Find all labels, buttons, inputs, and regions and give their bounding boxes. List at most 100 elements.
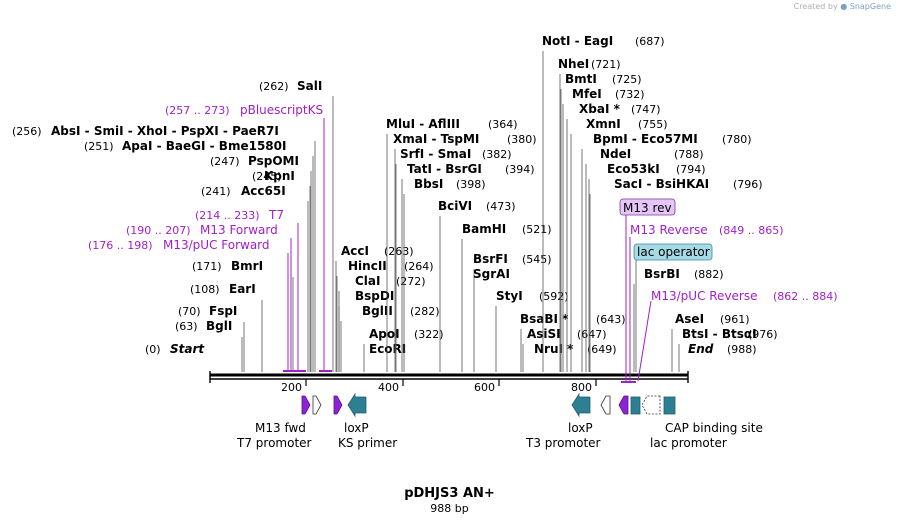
ruler-tick-label: 800 bbox=[571, 381, 592, 394]
enzyme-site-fspi: FspI (70) bbox=[178, 304, 245, 372]
primer-name: M13 Reverse bbox=[630, 223, 708, 237]
primer-name: pBluescriptKS bbox=[240, 103, 323, 117]
lac-promoter-arrow-icon bbox=[641, 395, 661, 415]
enzyme-site-bbsi: BbsI(398) bbox=[403, 177, 486, 372]
feature-track bbox=[301, 392, 676, 418]
enzyme-site-pspomi: PspOMI(247) bbox=[210, 154, 312, 372]
ruler-tick-label: 600 bbox=[474, 381, 495, 394]
enzyme-name: SrfI - SmaI bbox=[400, 147, 471, 161]
enzyme-position: (988) bbox=[727, 343, 757, 356]
enzyme-site-end: End(988) bbox=[688, 342, 757, 356]
enzyme-name: NdeI bbox=[600, 147, 631, 161]
enzyme-position: (394) bbox=[505, 163, 535, 176]
feature-label-cap-binding-site: CAP binding site bbox=[665, 421, 763, 435]
enzyme-name: FspI bbox=[209, 304, 237, 318]
enzyme-name: BciVI bbox=[438, 199, 472, 213]
feature-label-ks-primer: KS primer bbox=[338, 436, 397, 450]
enzyme-position: (0) bbox=[145, 343, 161, 356]
enzyme-name: Eco53kI bbox=[607, 162, 660, 176]
enzyme-site-sali: SalI(262) bbox=[259, 79, 334, 372]
sequence-backbone bbox=[209, 371, 689, 383]
enzyme-position: (796) bbox=[733, 178, 763, 191]
enzyme-position: (788) bbox=[674, 148, 704, 161]
feature-label-loxp: loxP bbox=[344, 421, 369, 435]
enzyme-position: (725) bbox=[612, 73, 642, 86]
enzyme-name: AsiSI bbox=[527, 327, 561, 341]
enzyme-name: BsaBI * bbox=[520, 312, 569, 326]
enzyme-position: (263) bbox=[384, 245, 414, 258]
enzyme-name: HincII bbox=[348, 259, 387, 273]
enzyme-site-ndei: NdeI (788) bbox=[585, 147, 704, 372]
credit-brand: SnapGene bbox=[849, 2, 891, 11]
ruler-tick-label: 400 bbox=[378, 381, 399, 394]
enzyme-position: (382) bbox=[482, 148, 512, 161]
enzyme-position: (272) bbox=[396, 275, 426, 288]
enzyme-position: (364) bbox=[488, 118, 518, 131]
enzyme-name: Start bbox=[170, 342, 205, 356]
enzyme-name: BglII bbox=[362, 304, 393, 318]
enzyme-site-bcivi: BciVI(473) bbox=[438, 199, 516, 372]
enzyme-name: BglI bbox=[206, 319, 232, 333]
enzyme-position: (70) bbox=[178, 305, 201, 318]
enzyme-position: (976) bbox=[748, 328, 778, 341]
enzyme-name: EcoRI bbox=[369, 342, 406, 356]
enzyme-site-srfi-smai: SrfI - SmaI (382) bbox=[395, 147, 512, 372]
primer-m13-puc-forward: (176 .. 198)M13/pUC Forward bbox=[88, 238, 300, 372]
enzyme-name: NruI * bbox=[534, 342, 574, 356]
enzyme-position: (643) bbox=[596, 313, 626, 326]
enzyme-site-absi-smii-xhoi-pspxi-paer7i: AbsI - SmiI - XhoI - PspXI - PaeR7I(256) bbox=[12, 124, 316, 372]
feature-label-t7-promoter: T7 promoter bbox=[236, 436, 312, 450]
enzyme-site-xbai: XbaI *(747) bbox=[566, 102, 661, 372]
snapgene-logo-icon: ● bbox=[840, 2, 848, 11]
feature-label-loxp: loxP bbox=[568, 421, 593, 435]
enzyme-name: StyI bbox=[496, 289, 523, 303]
lac-operator-box-icon bbox=[630, 396, 641, 415]
enzyme-position: (247) bbox=[210, 155, 240, 168]
enzyme-site-apoi: ApoI(322) bbox=[363, 327, 444, 372]
feature-name: lac operator bbox=[637, 245, 710, 259]
primer-range: (214 .. 233) bbox=[195, 209, 260, 222]
enzyme-site-bmti: BmtI (725) bbox=[560, 72, 642, 372]
t3-promoter-arrow-icon bbox=[600, 395, 611, 415]
enzyme-site-start: Start (0) bbox=[145, 342, 205, 356]
enzyme-site-xmni: XmnI(755) bbox=[570, 117, 668, 372]
primer-range: (257 .. 273) bbox=[165, 104, 230, 117]
enzyme-site-bsabi: BsaBI * (643) bbox=[520, 312, 626, 372]
feature-label-t3-promoter: T3 promoter bbox=[525, 436, 601, 450]
enzyme-position: (647) bbox=[577, 328, 607, 341]
loxp-arrow-icon bbox=[347, 392, 367, 418]
enzyme-position: (882) bbox=[694, 268, 724, 281]
enzyme-name: BsrBI bbox=[644, 267, 680, 281]
enzyme-site-asei: AseI(961) bbox=[671, 312, 750, 372]
enzyme-name: BmtI bbox=[565, 72, 597, 86]
m13-fwd-arrow-icon bbox=[301, 395, 311, 415]
enzyme-position: (63) bbox=[175, 320, 198, 333]
enzyme-name: BpmI - Eco57MI bbox=[593, 132, 698, 146]
feature-lac-operator: lac operator bbox=[633, 243, 713, 372]
enzyme-name: AseI bbox=[675, 312, 704, 326]
enzyme-name: BsrFI bbox=[473, 252, 508, 266]
enzyme-position: (241) bbox=[201, 185, 231, 198]
enzyme-position: (747) bbox=[631, 103, 661, 116]
primer-t7: (214 .. 233)T7 bbox=[195, 208, 306, 372]
enzyme-site-eco53ki: Eco53kI(794) bbox=[588, 162, 706, 372]
enzyme-position: (282) bbox=[410, 305, 440, 318]
enzyme-site-btsi-bts-i: BtsI - BtsαI(976) bbox=[678, 327, 778, 372]
enzyme-position: (649) bbox=[587, 343, 617, 356]
enzyme-position: (545) bbox=[522, 253, 552, 266]
primer-m13-puc-reverse: M13/pUC Reverse(862 .. 884) bbox=[637, 289, 838, 382]
enzyme-position: (721) bbox=[591, 58, 621, 71]
enzyme-name: NotI - EagI bbox=[542, 34, 613, 48]
enzyme-site-bgli: BglI (63) bbox=[175, 319, 243, 372]
enzyme-name: Acc65I bbox=[241, 184, 286, 198]
enzyme-name: BamHI bbox=[462, 222, 506, 236]
enzyme-name: NheI bbox=[558, 57, 589, 71]
enzyme-position: (732) bbox=[615, 88, 645, 101]
ruler-tick-label: 200 bbox=[281, 381, 302, 394]
enzyme-position: (171) bbox=[192, 260, 222, 273]
enzyme-position: (780) bbox=[722, 133, 752, 146]
enzyme-site-sgrai: SgrAI bbox=[473, 267, 510, 281]
enzyme-site-bglii: BglII (282) bbox=[340, 304, 440, 372]
enzyme-name: BtsI - BtsαI bbox=[682, 327, 757, 341]
